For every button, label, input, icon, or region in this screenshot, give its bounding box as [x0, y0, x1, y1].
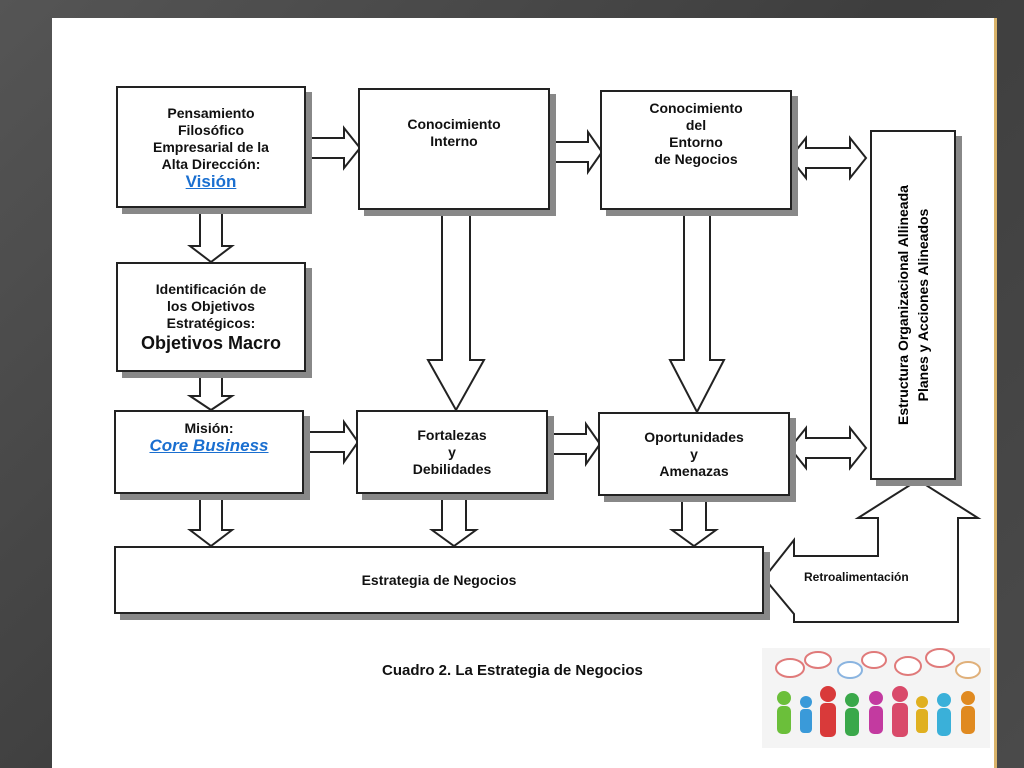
objectives-line-2: los Objetivos	[167, 297, 255, 314]
arrow-internal-to-strengths	[426, 209, 486, 413]
mission-box: Misión: Core Business	[114, 410, 304, 494]
vision-box: Pensamiento Filosófico Empresarial de la…	[116, 86, 306, 208]
mission-line-1: Misión:	[184, 420, 234, 436]
arrow-vision-to-internal	[303, 125, 362, 171]
environment-line-3: Entorno	[669, 134, 723, 150]
strengths-line-2: y	[448, 443, 456, 460]
arrow-environment-to-opportunities	[668, 209, 726, 415]
vision-line-4: Alta Dirección:	[161, 155, 261, 172]
vision-link[interactable]: Visión	[185, 171, 237, 191]
opportunities-line-2: y	[690, 445, 698, 462]
arrow-feedback	[762, 478, 982, 623]
internal-line-2: Interno	[430, 133, 478, 149]
environment-line-1: Conocimiento	[649, 100, 743, 116]
structure-line-2: Planes y Acciones Alineados	[915, 208, 931, 402]
strengths-box: Fortalezas y Debilidades	[356, 410, 548, 494]
arrow-mission-to-strategy	[187, 491, 235, 548]
internal-knowledge-box: Conocimiento Interno	[358, 88, 550, 210]
slide: Pensamiento Filosófico Empresarial de la…	[52, 18, 997, 768]
business-strategy-box: Estrategia de Negocios	[114, 546, 764, 614]
arrow-mission-to-strengths	[303, 418, 360, 466]
arrow-strengths-to-strategy	[428, 493, 480, 548]
feedback-label: Retroalimentación	[804, 570, 909, 584]
strengths-line-3: Debilidades	[412, 460, 492, 477]
opportunities-box: Oportunidades y Amenazas	[598, 412, 790, 496]
opportunities-line-1: Oportunidades	[644, 428, 744, 445]
organizational-structure-box: Estructura Organizacional Allineada Plan…	[870, 130, 956, 480]
environment-line-2: del	[685, 117, 707, 133]
arrow-vision-to-objectives	[187, 207, 235, 264]
vision-line-3: Empresarial de la	[153, 138, 269, 155]
diagram-arrows	[186, 125, 982, 623]
figure-caption: Cuadro 2. La Estrategia de Negocios	[382, 662, 643, 679]
structure-text: Estructura Organizacional Allineada Plan…	[893, 185, 933, 425]
vision-line-2: Filosófico	[177, 121, 245, 138]
objectives-macro-title: Objetivos Macro	[140, 332, 282, 353]
people-figures	[777, 686, 975, 737]
arrow-opportunities-structure	[788, 425, 868, 471]
people-talking-illustration	[762, 648, 990, 748]
arrow-internal-to-environment	[547, 128, 604, 176]
opportunities-line-3: Amenazas	[659, 462, 729, 479]
arrow-opportunities-to-strategy	[668, 493, 720, 548]
objectives-line-1: Identificación de	[155, 280, 267, 297]
strengths-line-1: Fortalezas	[417, 426, 487, 443]
arrow-environment-structure	[788, 135, 868, 181]
vision-line-1: Pensamiento	[167, 104, 255, 121]
environment-line-4: de Negocios	[654, 151, 738, 167]
arrow-objectives-to-mission	[186, 369, 236, 412]
strategy-title: Estrategia de Negocios	[361, 571, 517, 588]
arrow-strengths-to-opportunities	[545, 420, 602, 468]
internal-line-1: Conocimiento	[407, 116, 501, 132]
core-business-link[interactable]: Core Business	[149, 436, 269, 455]
objectives-line-3: Estratégicos:	[166, 314, 256, 331]
objectives-box: Identificación de los Objetivos Estratég…	[116, 262, 306, 372]
environment-knowledge-box: Conocimiento del Entorno de Negocios	[600, 90, 792, 210]
structure-line-1: Estructura Organizacional Allineada	[895, 185, 911, 425]
